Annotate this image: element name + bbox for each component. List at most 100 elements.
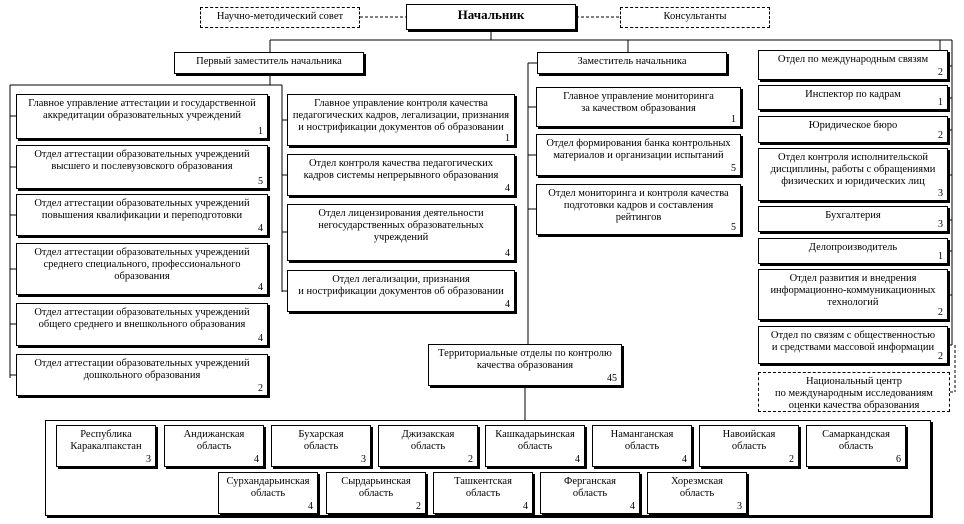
national-center-box-label: Национальный центр по международным иссл…	[775, 376, 933, 411]
monitoring-unit-label: Отдел мониторинга и контроля качества по…	[548, 188, 729, 223]
quality-control-unit-label: Отдел лицензирования деятельности негосу…	[318, 208, 484, 243]
region-box: Ташкентская область 4	[433, 472, 533, 514]
attestation-unit-label: Отдел аттестации образовательных учрежде…	[34, 198, 250, 221]
quality-control-unit-staff-count: 4	[505, 183, 510, 194]
direct-unit-staff-count: 2	[938, 130, 943, 141]
attestation-unit-label: Главное управление аттестации и государс…	[28, 98, 256, 121]
direct-unit: Инспектор по кадрам 1	[758, 85, 948, 110]
national-center-box: Национальный центр по международным иссл…	[758, 372, 950, 412]
monitoring-unit-label: Отдел формирования банка контрольных мат…	[546, 138, 731, 161]
attestation-unit: Отдел аттестации образовательных учрежде…	[16, 303, 268, 346]
monitoring-unit-label: Главное управление мониторинга за качест…	[563, 91, 714, 114]
attestation-unit-staff-count: 4	[258, 333, 263, 344]
direct-unit: Бухгалтерия 3	[758, 206, 948, 232]
region-box-staff-count: 4	[308, 501, 313, 512]
region-box-label: Джизакская область	[401, 429, 455, 452]
attestation-unit-label: Отдел аттестации образовательных учрежде…	[34, 358, 250, 381]
direct-unit-label: Бухгалтерия	[825, 210, 881, 221]
attestation-unit: Отдел аттестации образовательных учрежде…	[16, 243, 268, 295]
deputy-box-label: Заместитель начальника	[577, 56, 687, 67]
direct-unit-staff-count: 1	[938, 97, 943, 108]
region-box: Сырдарьинская область 2	[326, 472, 426, 514]
direct-unit: Отдел контроля исполнительской дисциплин…	[758, 148, 948, 201]
region-box-label: Республика Каракалпакстан	[70, 429, 142, 452]
quality-control-unit: Отдел лицензирования деятельности негосу…	[287, 204, 515, 261]
region-box-label: Наманганская область	[610, 429, 674, 452]
attestation-unit-staff-count: 4	[258, 282, 263, 293]
region-box: Джизакская область 2	[378, 425, 478, 467]
first-deputy-box: Первый заместитель начальника	[174, 52, 364, 74]
direct-unit-label: Делопроизводитель	[808, 242, 898, 253]
region-box-staff-count: 4	[682, 454, 687, 465]
region-box-staff-count: 3	[737, 501, 742, 512]
quality-control-unit-label: Главное управление контроля качества пед…	[292, 98, 510, 133]
direct-unit: Отдел развития и внедрения информационно…	[758, 269, 948, 320]
region-box-label: Андижанская область	[183, 429, 245, 452]
region-box-label: Ташкентская область	[454, 476, 512, 499]
direct-unit: Отдел по связям с общественностью и сред…	[758, 326, 948, 364]
region-box-staff-count: 2	[789, 454, 794, 465]
monitoring-unit-staff-count: 5	[731, 163, 736, 174]
chief-box-label: Начальник	[457, 7, 525, 22]
region-box-label: Сырдарьинская область	[341, 476, 411, 499]
quality-control-unit-label: Отдел легализации, признания и нострифик…	[298, 274, 504, 297]
direct-unit-label: Инспектор по кадрам	[805, 89, 901, 100]
monitoring-unit: Отдел мониторинга и контроля качества по…	[536, 184, 741, 235]
direct-unit: Юридическое бюро 2	[758, 116, 948, 143]
region-box-staff-count: 3	[361, 454, 366, 465]
region-box-staff-count: 4	[523, 501, 528, 512]
monitoring-unit: Главное управление мониторинга за качест…	[536, 87, 741, 127]
consultants-box: Консультанты	[620, 7, 770, 28]
monitoring-unit-staff-count: 5	[731, 222, 736, 233]
quality-control-unit-staff-count: 4	[505, 248, 510, 259]
quality-control-unit-staff-count: 4	[505, 299, 510, 310]
chief-box: Начальник	[406, 4, 576, 30]
region-box: Наманганская область 4	[592, 425, 692, 467]
attestation-unit: Отдел аттестации образовательных учрежде…	[16, 354, 268, 396]
region-box-label: Кашкадарьинская область	[495, 429, 575, 452]
first-deputy-box-label: Первый заместитель начальника	[196, 56, 342, 67]
quality-control-unit-staff-count: 1	[505, 133, 510, 144]
quality-control-unit-label: Отдел контроля качества педагогических к…	[303, 158, 499, 181]
direct-unit-label: Юридическое бюро	[808, 120, 898, 131]
attestation-unit-label: Отдел аттестации образовательных учрежде…	[34, 307, 250, 330]
direct-unit-staff-count: 3	[938, 188, 943, 199]
quality-control-unit: Главное управление контроля качества пед…	[287, 94, 515, 146]
attestation-unit-staff-count: 1	[258, 126, 263, 137]
territorial-box-label: Территориальные отделы по контролю качес…	[438, 348, 612, 371]
attestation-unit-staff-count: 4	[258, 223, 263, 234]
council-box-label: Научно-методический совет	[216, 11, 344, 22]
attestation-unit-label: Отдел аттестации образовательных учрежде…	[34, 247, 250, 282]
direct-unit-staff-count: 3	[938, 219, 943, 230]
quality-control-unit: Отдел контроля качества педагогических к…	[287, 154, 515, 196]
attestation-unit: Главное управление аттестации и государс…	[16, 94, 268, 139]
region-box: Навоийская область 2	[699, 425, 799, 467]
quality-control-unit: Отдел легализации, признания и нострифик…	[287, 270, 515, 312]
region-box-staff-count: 4	[630, 501, 635, 512]
monitoring-unit-staff-count: 1	[731, 114, 736, 125]
region-box-label: Самаркандская область	[822, 429, 890, 452]
region-box-label: Хорезмская область	[671, 476, 723, 499]
region-box-label: Навоийская область	[722, 429, 776, 452]
region-box-staff-count: 2	[416, 501, 421, 512]
region-box: Республика Каракалпакстан 3	[56, 425, 156, 467]
region-box: Хорезмская область 3	[647, 472, 747, 514]
connector-lines	[9, 16, 956, 420]
territorial-staff-count: 45	[607, 373, 617, 384]
region-box-staff-count: 2	[468, 454, 473, 465]
council-box: Научно-методический совет	[200, 7, 360, 28]
region-box-staff-count: 6	[896, 454, 901, 465]
region-box-staff-count: 3	[146, 454, 151, 465]
attestation-unit: Отдел аттестации образовательных учрежде…	[16, 145, 268, 189]
direct-unit-label: Отдел по связям с общественностью и сред…	[770, 330, 936, 353]
attestation-unit-staff-count: 2	[258, 383, 263, 394]
region-box-staff-count: 4	[575, 454, 580, 465]
direct-unit-staff-count: 2	[938, 351, 943, 362]
